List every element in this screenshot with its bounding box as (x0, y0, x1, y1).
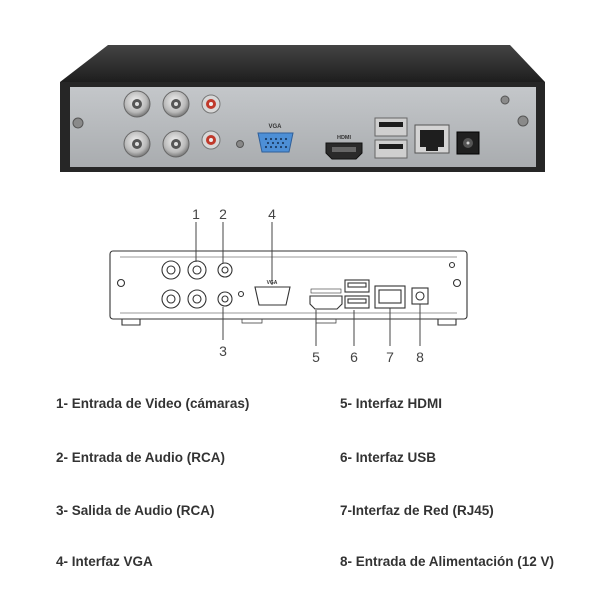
usb-ports-icon (374, 117, 408, 159)
hdmi-panel-label: HDMI (337, 135, 352, 141)
screw-icon (452, 278, 462, 288)
vga-port-icon (257, 132, 294, 153)
ground-screw-icon (236, 140, 244, 148)
vga-port-outline (254, 286, 291, 306)
rca-audio-connectors (201, 94, 221, 150)
diagram-chassis-outline (109, 250, 468, 320)
rca-connector-icon (201, 94, 221, 114)
legend-item-video-input: 1- Entrada de Video (cámaras) (56, 396, 250, 411)
screw-icon (500, 95, 510, 105)
legend-item-hdmi: 5- Interfaz HDMI (340, 396, 443, 411)
dvr-photo: VGA HDMI (60, 45, 545, 172)
screw-icon (72, 117, 84, 129)
power-jack-outline (411, 287, 429, 305)
callout-number: 8 (416, 349, 424, 365)
screw-icon (116, 278, 126, 288)
legend-item-usb: 6- Interfaz USB (340, 450, 437, 465)
hdmi-port-outline (309, 295, 343, 310)
bnc-connector-icon (123, 130, 151, 158)
bnc-connector-icon (162, 130, 190, 158)
legend-item-network: 7-Interfaz de Red (RJ45) (340, 503, 494, 518)
bnc-connector-icon (123, 90, 151, 118)
vga-panel-label: VGA (268, 124, 282, 130)
video-input-connectors (123, 90, 190, 158)
callout-number: 4 (268, 206, 276, 222)
legend-item-vga: 4- Interfaz VGA (56, 554, 153, 569)
callout-number: 1 (192, 206, 200, 222)
hdmi-port-icon (325, 142, 363, 160)
power-jack-icon (456, 131, 480, 155)
rj45-port-outline (374, 285, 406, 309)
screw-icon (517, 115, 529, 127)
legend-item-power: 8- Entrada de Alimentación (12 V) (340, 554, 555, 569)
legend-item-audio-output: 3- Salida de Audio (RCA) (56, 503, 215, 518)
usb-ports-outline (344, 279, 370, 309)
callout-leaders (195, 222, 421, 346)
callout-number: 2 (219, 206, 227, 222)
dvr-top-cover (60, 45, 545, 82)
legend-item-audio-input: 2- Entrada de Audio (RCA) (56, 450, 226, 465)
callout-number: 7 (386, 349, 394, 365)
callout-number: 3 (219, 343, 227, 359)
dvr-rear-diagram: VGA 1 2 3 4 5 6 7 8 (109, 206, 468, 365)
rca-connector-icon (201, 130, 221, 150)
rj45-port-icon (414, 124, 450, 154)
video-input-connectors-outline (161, 260, 207, 309)
callout-number: 5 (312, 349, 320, 365)
rca-connectors-outline (217, 262, 233, 307)
bnc-connector-icon (162, 90, 190, 118)
callout-number: 6 (350, 349, 358, 365)
